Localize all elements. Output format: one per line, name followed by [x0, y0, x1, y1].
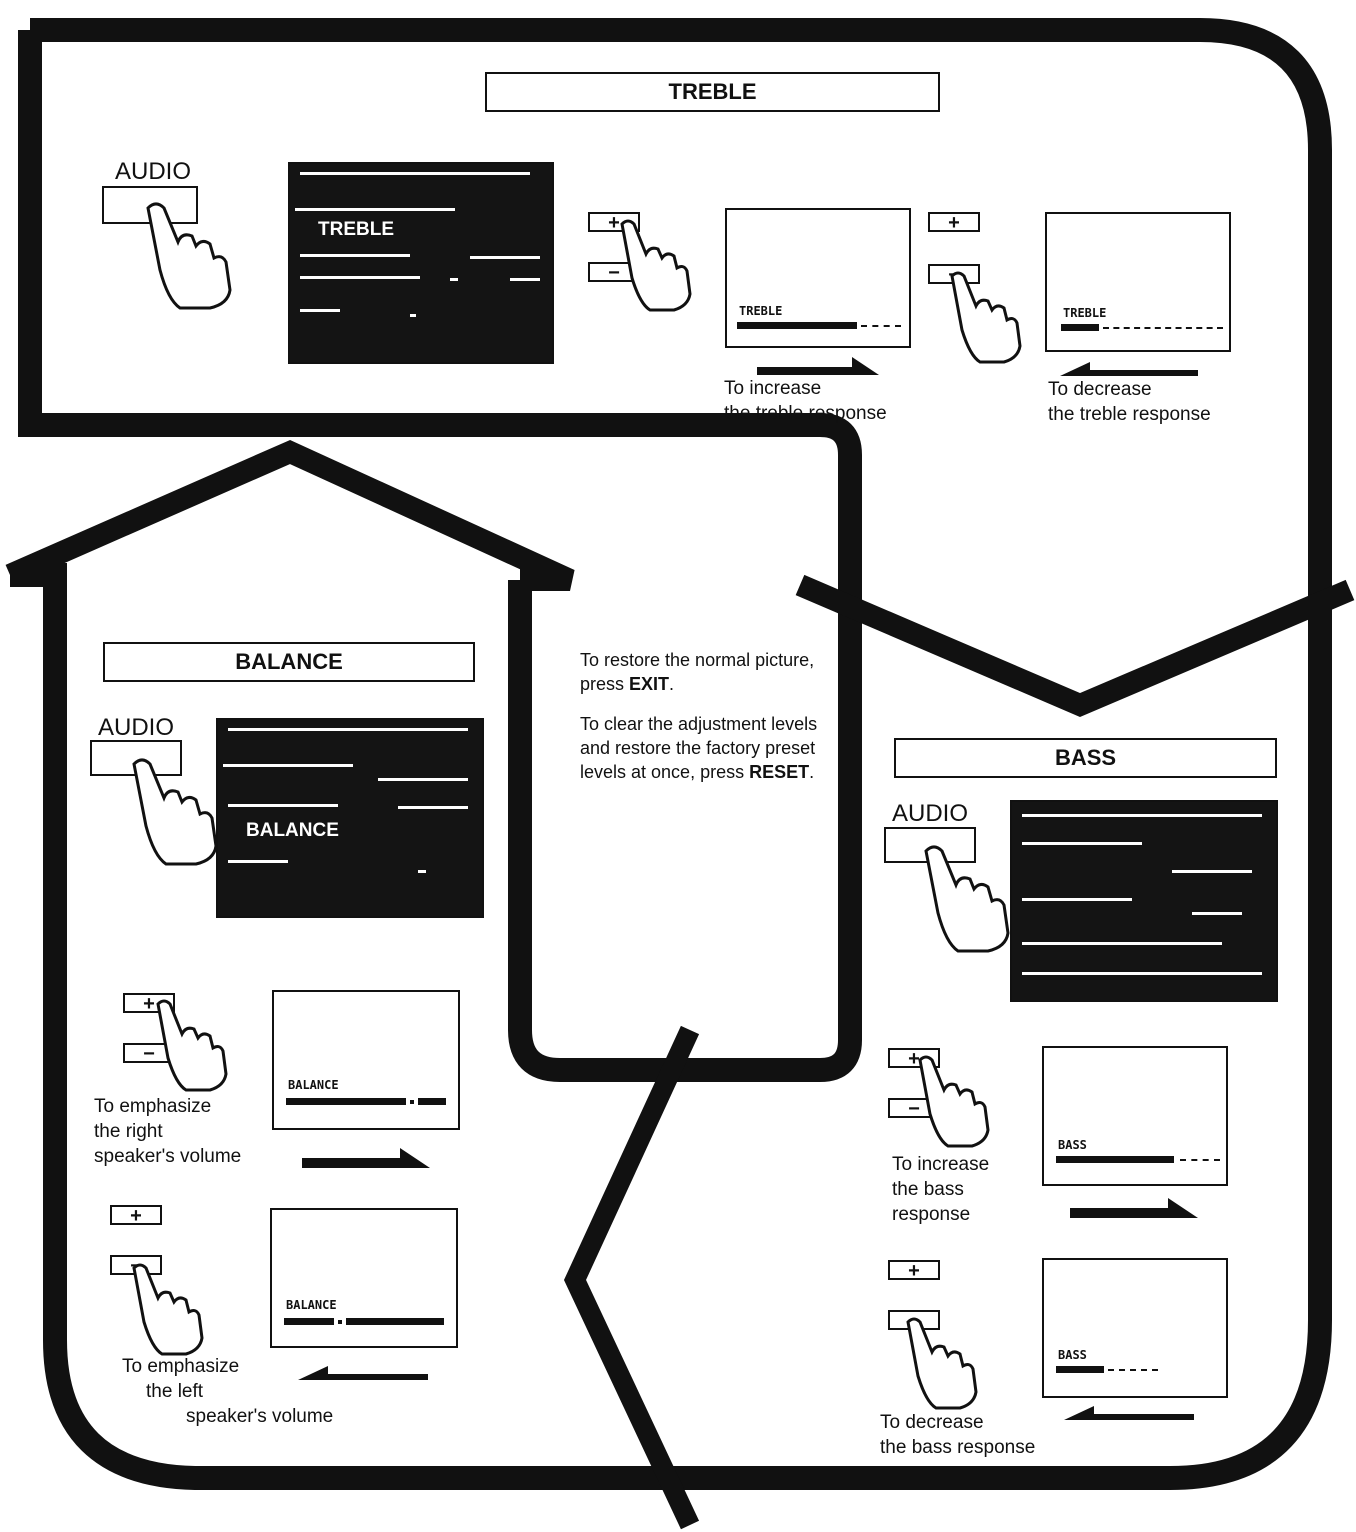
reset-key: RESET: [749, 762, 809, 782]
balance-level-bar-right: [418, 1098, 446, 1105]
bass-osd-label-2: BASS: [1058, 1348, 1087, 1362]
treble-plus-button-2[interactable]: +: [928, 212, 980, 232]
treble-increase-screen: TREBLE: [725, 208, 911, 348]
balance-right-screen: BALANCE: [272, 990, 460, 1130]
treble-decrease-caption: To decrease the treble response: [1048, 377, 1211, 427]
bass-title: BASS: [894, 738, 1277, 778]
bass-chevron-arrow: [800, 585, 1350, 705]
balance-level-bar-right-2: [346, 1318, 444, 1325]
jagged-divider: [575, 1030, 690, 1525]
balance-plus-button-2[interactable]: +: [110, 1205, 162, 1225]
bass-menu-screen: [1010, 800, 1278, 1002]
pressing-hand-icon: [124, 756, 219, 866]
pressing-hand-icon: [126, 1262, 206, 1357]
bass-osd-label: BASS: [1058, 1138, 1087, 1152]
balance-title: BALANCE: [103, 642, 475, 682]
treble-increase-caption: To increase the treble response: [724, 376, 887, 426]
bass-decrease-caption: To decrease the bass response: [880, 1410, 1035, 1460]
treble-decrease-screen: TREBLE: [1045, 212, 1231, 352]
treble-osd-label-2: TREBLE: [1063, 306, 1106, 320]
balance-osd-label-2: BALANCE: [286, 1298, 337, 1312]
arrow-right-icon: [302, 1146, 432, 1174]
balance-audio-label: AUDIO: [98, 714, 174, 742]
balance-menu-item: BALANCE: [246, 820, 339, 842]
bass-level-bar-2: [1056, 1366, 1104, 1373]
treble-level-bar-2: [1061, 324, 1099, 331]
bass-plus-button-2[interactable]: +: [888, 1260, 940, 1280]
bass-decrease-screen: BASS: [1042, 1258, 1228, 1398]
balance-left-screen: BALANCE: [270, 1208, 458, 1348]
bass-increase-caption: To increase the bass response: [892, 1152, 989, 1227]
balance-level-bar-left-2: [284, 1318, 334, 1325]
balance-osd-label: BALANCE: [288, 1078, 339, 1092]
bass-audio-label: AUDIO: [892, 800, 968, 828]
balance-level-bar-left: [286, 1098, 406, 1105]
pressing-hand-icon: [944, 270, 1024, 365]
pressing-hand-icon: [912, 1054, 992, 1149]
arrow-left-icon: [1064, 1406, 1196, 1430]
pressing-hand-icon: [916, 843, 1011, 953]
pressing-hand-icon: [900, 1316, 980, 1411]
treble-osd-label: TREBLE: [739, 304, 782, 318]
balance-left-caption: To emphasize the left speaker's volume: [122, 1354, 333, 1429]
balance-roof-arrow: [10, 452, 570, 580]
pressing-hand-icon: [614, 218, 694, 313]
pressing-hand-icon: [150, 998, 230, 1093]
treble-audio-label: AUDIO: [115, 158, 191, 186]
balance-menu-screen: BALANCE: [216, 718, 484, 918]
pressing-hand-icon: [138, 200, 233, 310]
treble-menu-screen: TREBLE: [288, 162, 554, 364]
balance-right-caption: To emphasize the right speaker's volume: [94, 1094, 241, 1169]
bass-level-bar: [1056, 1156, 1174, 1163]
treble-level-bar: [737, 322, 857, 329]
bass-increase-screen: BASS: [1042, 1046, 1228, 1186]
treble-title: TREBLE: [485, 72, 940, 112]
reset-note: To clear the adjustment levels and resto…: [580, 712, 820, 784]
exit-key: EXIT: [629, 674, 669, 694]
arrow-right-icon: [1070, 1196, 1200, 1224]
treble-menu-item: TREBLE: [318, 219, 394, 241]
exit-note: To restore the normal picture, press EXI…: [580, 648, 820, 696]
instructions-note: To restore the normal picture, press EXI…: [580, 648, 820, 800]
